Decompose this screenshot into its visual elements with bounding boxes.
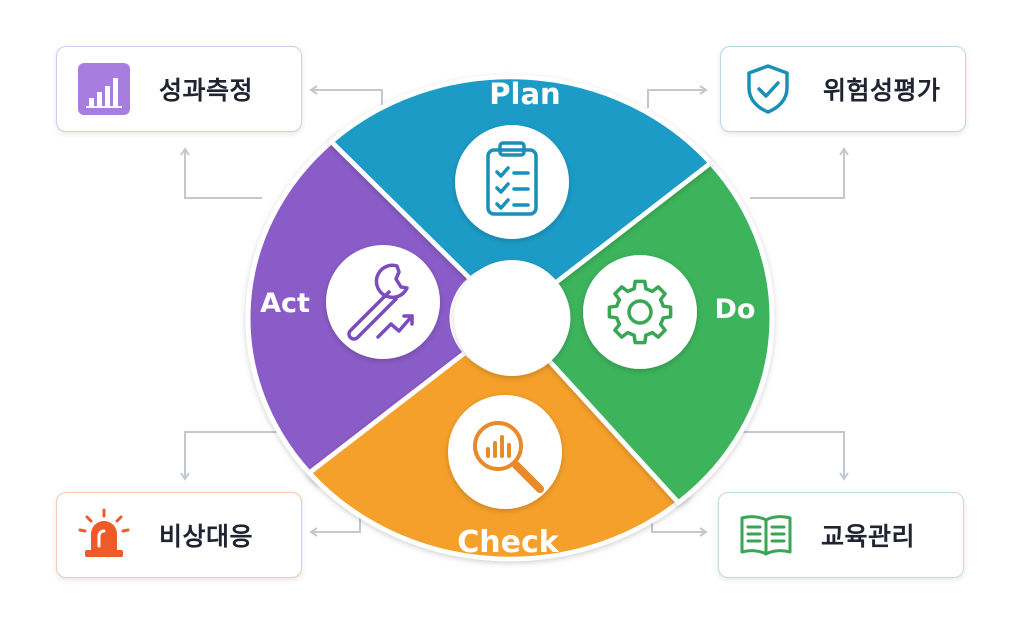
card-training-management: 교육관리	[718, 492, 964, 578]
bar-chart-icon	[75, 60, 133, 118]
open-book-icon	[737, 506, 795, 564]
center-hole	[454, 260, 570, 376]
magnifier-chart-icon	[473, 421, 544, 493]
act-badge	[326, 245, 440, 359]
act-label: Act	[260, 288, 310, 319]
plan-badge	[455, 125, 569, 239]
card-label-risk: 위험성평가	[823, 76, 941, 105]
connector-br-1	[738, 431, 849, 481]
plan-label: Plan	[489, 77, 560, 111]
card-performance-measurement: 성과측정	[56, 46, 302, 132]
do-label: Do	[715, 294, 756, 325]
check-badge	[448, 395, 562, 509]
check-label: Check	[457, 525, 560, 560]
card-label-performance: 성과측정	[159, 76, 254, 105]
connector-tl-2	[180, 147, 262, 199]
gear-icon	[607, 279, 673, 345]
siren-icon	[75, 506, 133, 564]
connector-bl-2	[309, 516, 361, 537]
do-badge	[583, 255, 697, 369]
connector-tr-1	[647, 85, 708, 108]
shield-check-icon	[739, 60, 797, 118]
card-label-emergency: 비상대응	[159, 522, 254, 551]
card-risk-assessment: 위험성평가	[720, 46, 966, 132]
wrench-trend-icon	[347, 263, 414, 341]
connector-bl-1	[180, 431, 282, 481]
card-emergency-response: 비상대응	[56, 492, 302, 578]
card-label-training: 교육관리	[821, 522, 916, 551]
connectors	[180, 85, 849, 537]
clipboard-checklist-icon	[486, 141, 538, 216]
connector-tr-2	[750, 147, 849, 199]
